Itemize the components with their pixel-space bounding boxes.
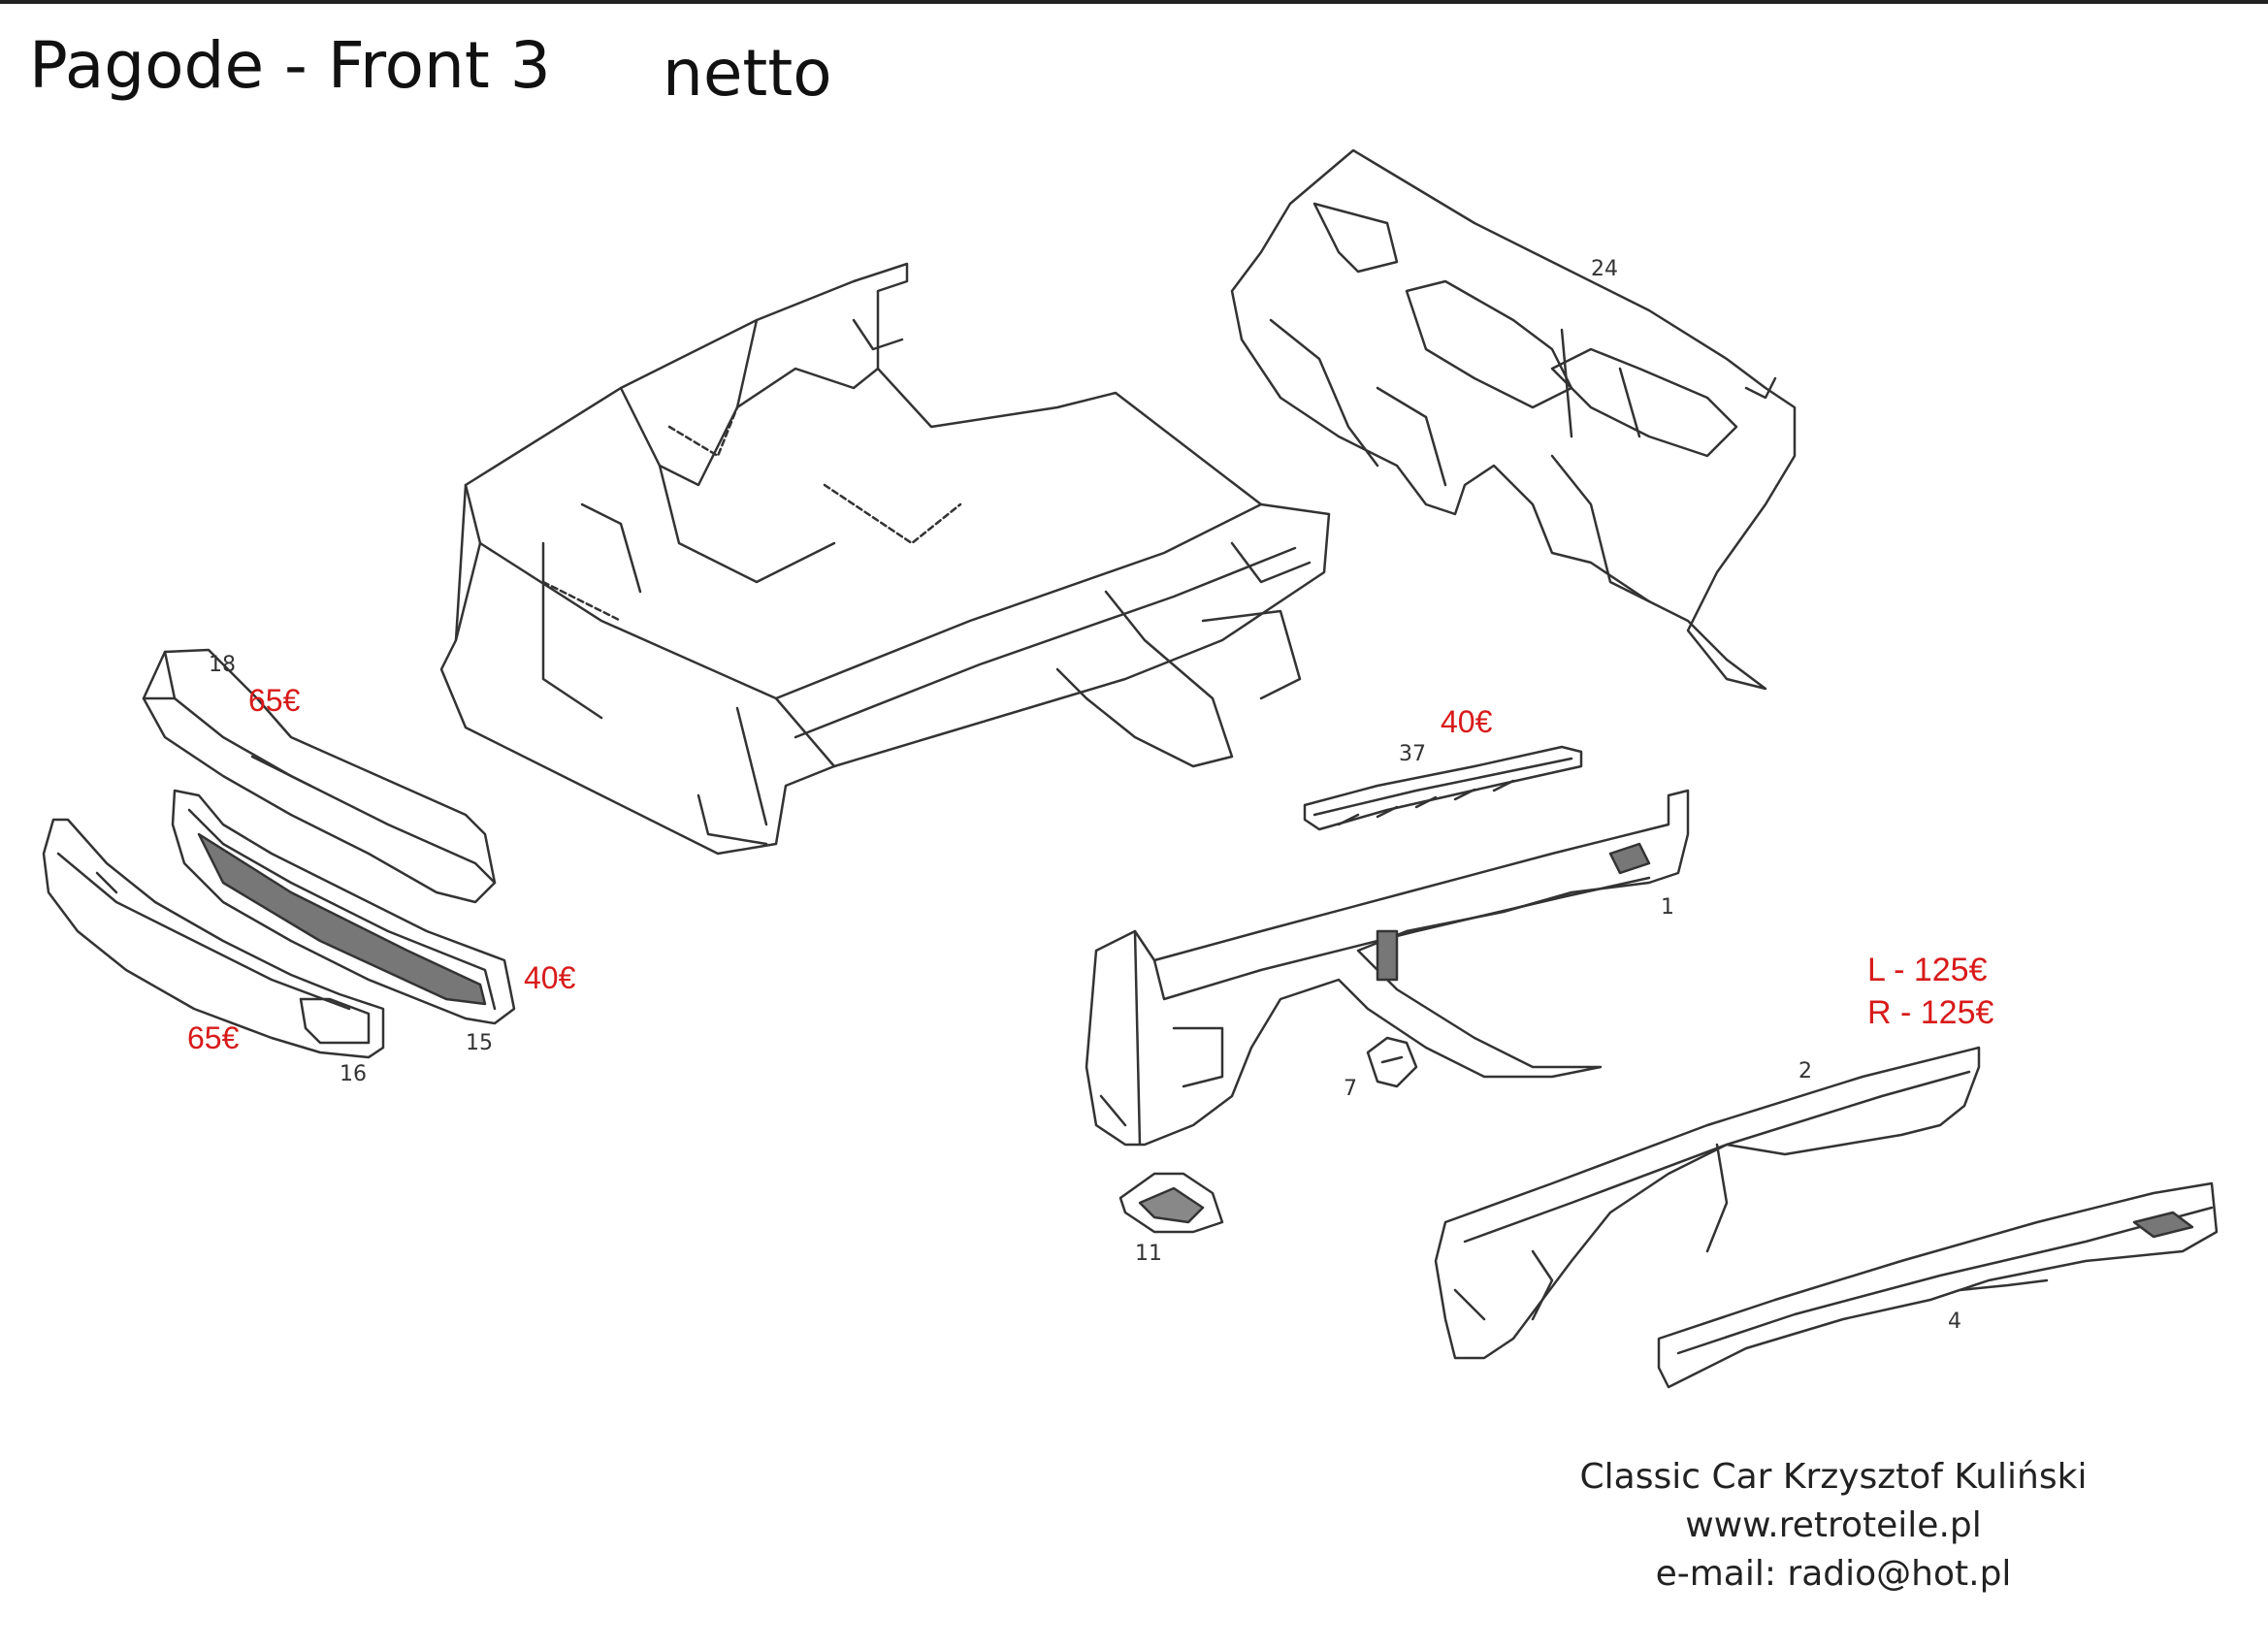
price-part-18: 65€: [248, 683, 301, 718]
website-link[interactable]: www.retroteile.pl: [1685, 1505, 1982, 1545]
part-37-drawing: [1303, 745, 1583, 831]
part-7-drawing: [1366, 1036, 1418, 1088]
part-24-drawing: [1230, 148, 1797, 691]
top-border-rule: [0, 0, 2268, 4]
part-number-24: 24: [1591, 257, 1618, 281]
page-title: Pagode - Front 3: [29, 28, 551, 103]
part-number-11: 11: [1135, 1242, 1162, 1266]
part-number-2: 2: [1798, 1059, 1812, 1083]
part-4-drawing: [1657, 1181, 2219, 1389]
price-part-2-right: R - 125€: [1867, 994, 1994, 1031]
price-part-2: L - 125€ R - 125€: [1867, 949, 1993, 1034]
price-part-15: 40€: [524, 960, 576, 995]
part-number-15: 15: [466, 1031, 493, 1055]
part-1-drawing: [1085, 789, 1690, 1147]
price-part-16: 65€: [187, 1020, 240, 1055]
part-15-drawing: [171, 789, 516, 1025]
front-frame-assembly-drawing: [439, 262, 1331, 856]
part-number-37: 37: [1399, 742, 1426, 766]
part-number-7: 7: [1344, 1077, 1357, 1101]
part-16-drawing: [42, 818, 385, 1059]
part-18-drawing: [142, 648, 497, 904]
part-2-drawing: [1434, 1046, 1981, 1360]
part-number-18: 18: [209, 653, 236, 677]
company-name: Classic Car Krzysztof Kuliński: [1579, 1457, 2088, 1497]
part-number-4: 4: [1948, 1310, 1961, 1334]
netto-label: netto: [663, 36, 832, 111]
price-part-2-left: L - 125€: [1867, 952, 1988, 988]
part-number-1: 1: [1661, 895, 1674, 920]
part-number-16: 16: [340, 1062, 367, 1086]
email-link[interactable]: e-mail: radio@hot.pl: [1655, 1554, 2012, 1594]
contact-footer: Classic Car Krzysztof Kuliński www.retro…: [1513, 1453, 2154, 1599]
part-11-drawing: [1118, 1172, 1224, 1234]
price-part-37: 40€: [1441, 704, 1493, 739]
